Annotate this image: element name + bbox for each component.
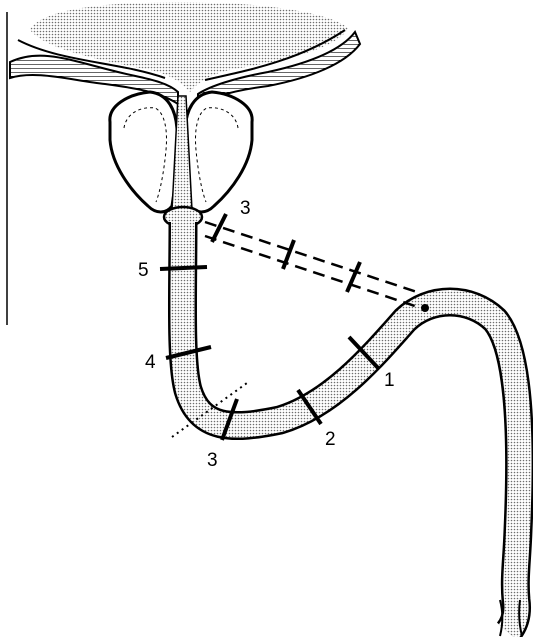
label-site-4: 4 <box>145 352 156 373</box>
label-site-3-lower: 3 <box>207 450 218 471</box>
label-site-2: 2 <box>325 429 336 450</box>
cut-line-3-mid-a <box>283 240 294 269</box>
label-site-1: 1 <box>384 370 395 391</box>
prostate-left-lobe <box>110 92 177 212</box>
label-site-3-upper: 3 <box>240 198 251 219</box>
junction-dot <box>421 304 429 312</box>
dashed-bypass-lines <box>205 222 420 306</box>
prostate-right-lobe <box>185 92 252 212</box>
label-site-5: 5 <box>138 260 149 281</box>
cut-line-5 <box>160 267 207 269</box>
